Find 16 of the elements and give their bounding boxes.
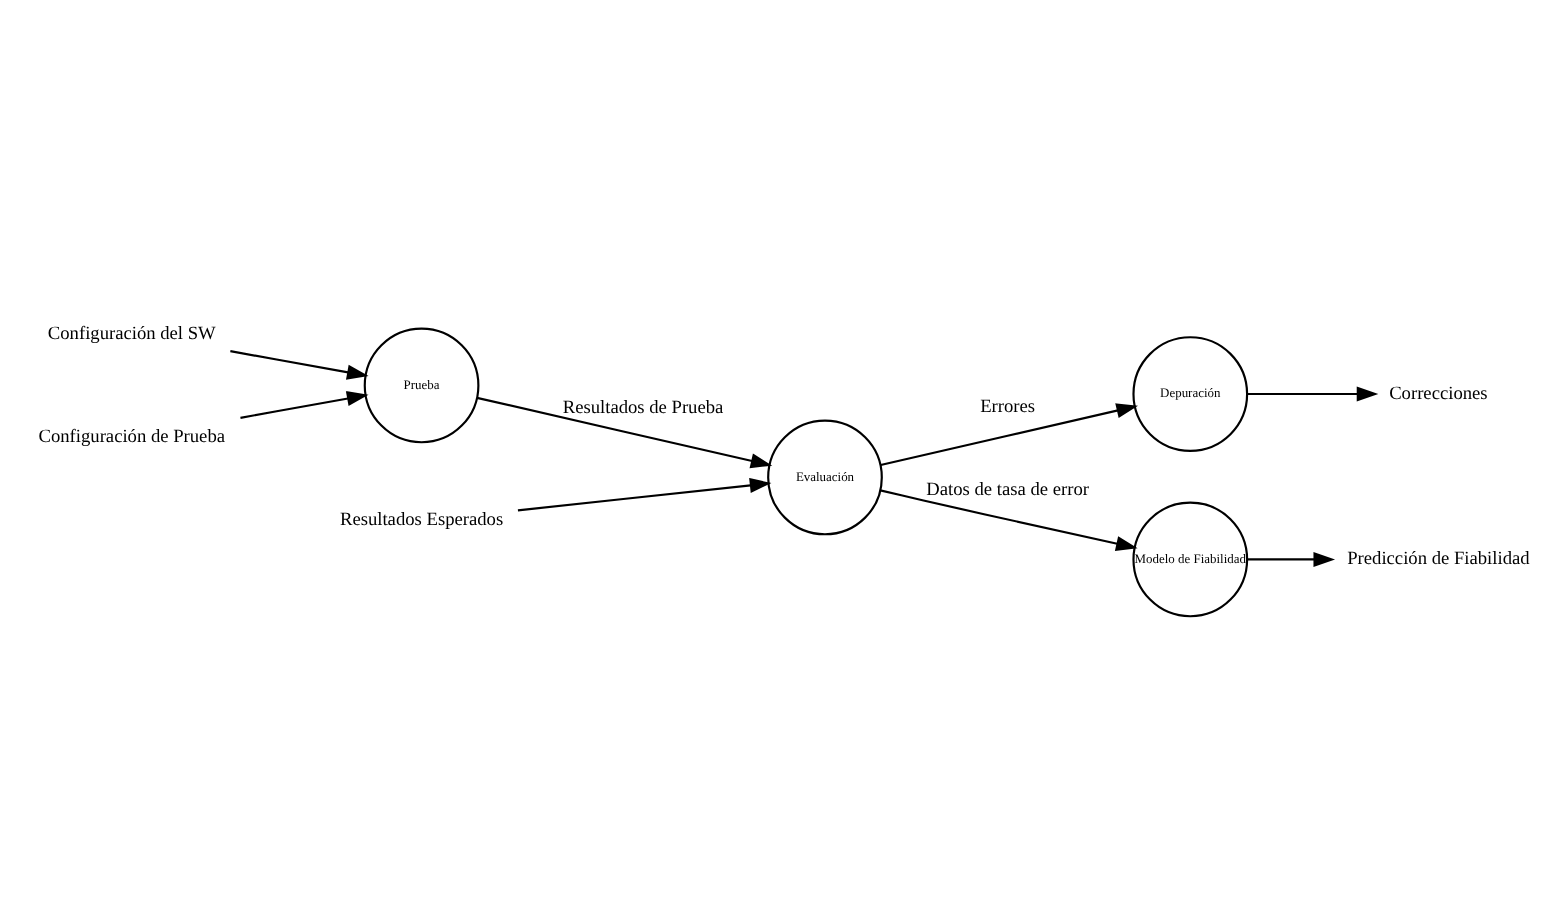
- arrow: [1247, 386, 1379, 402]
- edge-label: Errores: [980, 397, 1036, 418]
- arrow: [880, 489, 1138, 552]
- arrow: [1247, 551, 1336, 567]
- arrow: [240, 391, 369, 419]
- edge-label: Datos de tasa de error: [926, 481, 1089, 502]
- edge-label: Resultados de Prueba: [562, 399, 724, 420]
- arrow: [880, 403, 1138, 467]
- node-text: Configuración de Prueba: [38, 428, 226, 449]
- arrow: [517, 477, 772, 512]
- node-text: Correcciones: [1389, 384, 1488, 405]
- node-text: Predicción de Fiabilidad: [1347, 550, 1530, 571]
- node-text: Resultados Esperados: [339, 511, 504, 532]
- arrow: [476, 396, 773, 469]
- arrow: [230, 350, 369, 380]
- node-text: Configuración del SW: [47, 324, 216, 345]
